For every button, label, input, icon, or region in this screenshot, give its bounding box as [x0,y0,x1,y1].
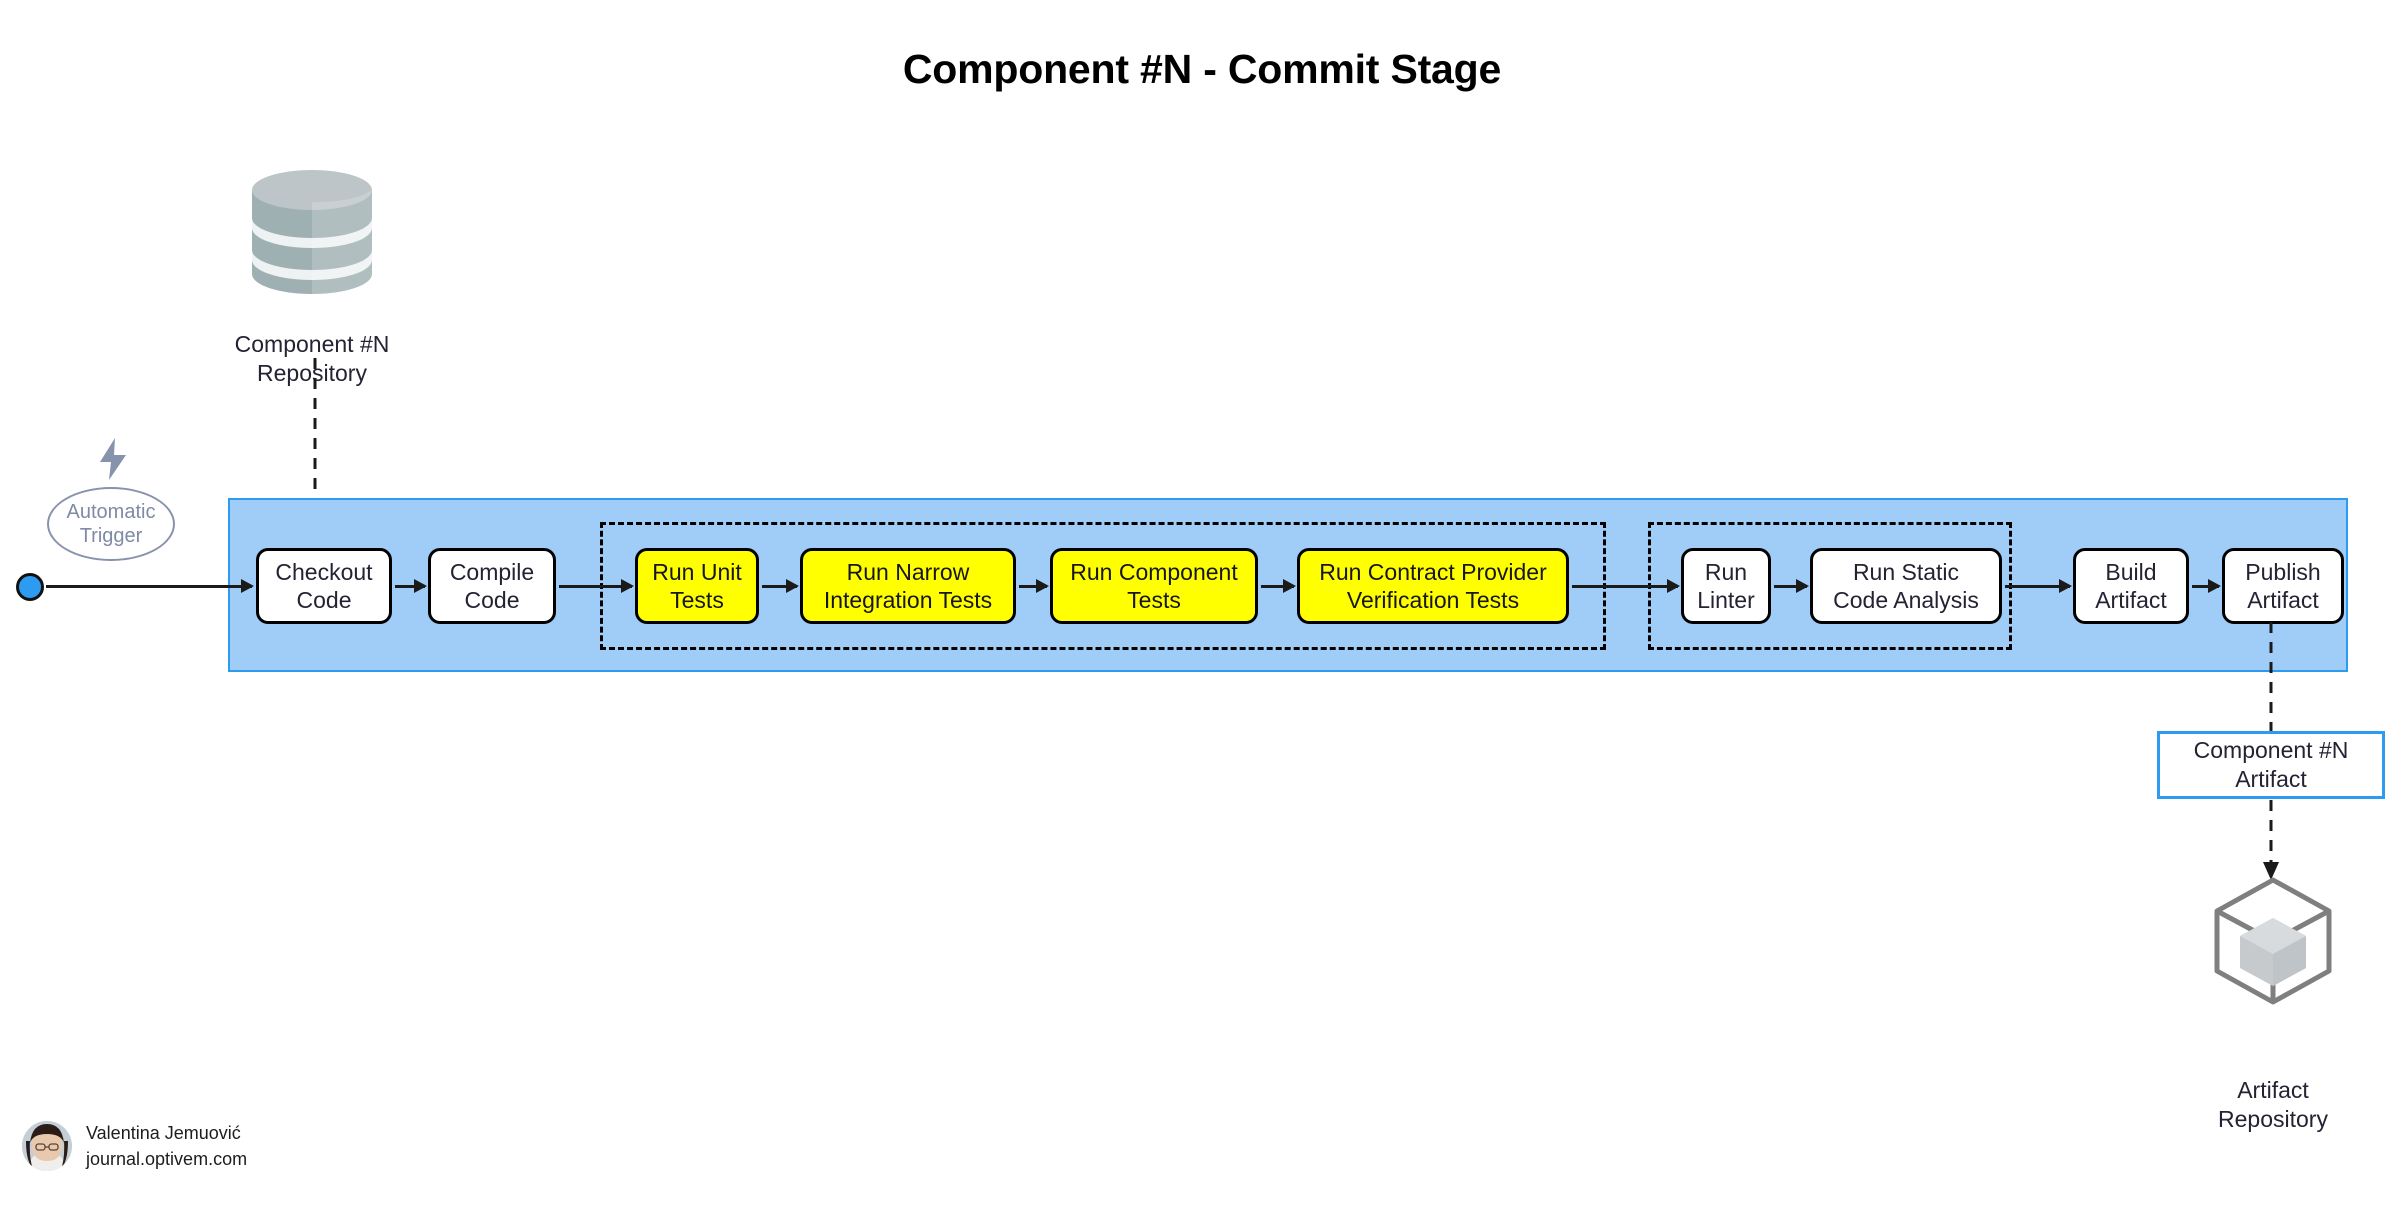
byline: Valentina Jemuović journal.optivem.com [22,1120,247,1172]
source-repository-label-line2: Repository [257,359,367,386]
artifact-label-line1: Component #N [2193,737,2349,764]
artifact-label-line2: Artifact [2235,766,2307,792]
artifact-to-repository-connector [2263,800,2279,880]
arrow-static-to-build [2005,579,2072,593]
source-repository-label-line1: Component #N [234,331,390,357]
step-label-line2: Verification Tests [1346,587,1520,613]
arrow-component-to-contract [1261,579,1296,593]
cube-icon [2214,877,2332,1005]
step-label-line2: Code Analysis [1833,587,1979,613]
arrow-contract-to-linter [1572,579,1680,593]
step-label-line1: Run Unit [652,558,742,585]
arrow-build-to-publish [2192,579,2221,593]
arrow-narrow-to-component [1019,579,1049,593]
artifact-repository-label-line1: Artifact [2237,1077,2309,1103]
start-node [16,573,44,601]
step-label-line2: Tests [1127,587,1181,613]
arrow-start-to-checkout [46,579,254,593]
author-avatar [22,1121,72,1172]
step-label-line2: Artifact [2247,587,2319,613]
step-label-line2: Tests [670,587,724,613]
step-label-line2: Linter [1697,587,1755,613]
step-label-line2: Code [464,587,520,613]
source-repository-label: Component #N Repository [170,330,454,388]
step-label-line1: Run Component [1070,558,1238,585]
step-label-line1: Run Static [1852,558,1960,585]
arrow-compile-to-unit [559,579,634,593]
step-label-line1: Checkout [275,558,373,585]
page-title: Component #N - Commit Stage [902,46,1502,92]
automatic-trigger-label: Automatic Trigger [47,487,175,561]
byline-author: Valentina Jemuović [86,1123,241,1143]
step-label-line2: Integration Tests [823,587,993,613]
step-label-line1: Build [2105,558,2157,585]
trigger-label-line1: Automatic [66,501,156,523]
byline-site: journal.optivem.com [86,1149,248,1170]
trigger-label-line2: Trigger [79,525,143,547]
lightning-bolt-icon [100,438,126,480]
artifact-repository-label-line2: Repository [2218,1105,2328,1132]
step-label-line2: Artifact [2095,587,2167,613]
artifact-repository-label: Artifact Repository [2150,1076,2396,1134]
step-label-line1: Run Contract Provider [1319,558,1547,585]
arrow-linter-to-static [1774,579,1809,593]
artifact-output-box: Component #N Artifact [2157,731,2385,799]
database-cylinder-icon [252,170,372,294]
step-label-line2: Code [296,587,352,613]
step-label-line1: Publish [2245,558,2321,585]
arrow-checkout-to-compile [395,579,427,593]
step-label-line1: Run [1704,558,1748,585]
arrow-unit-to-narrow [762,579,799,593]
step-label-line1: Compile [449,558,535,585]
step-label-line1: Run Narrow [846,558,970,585]
publish-to-artifact-connector [2269,622,2273,734]
